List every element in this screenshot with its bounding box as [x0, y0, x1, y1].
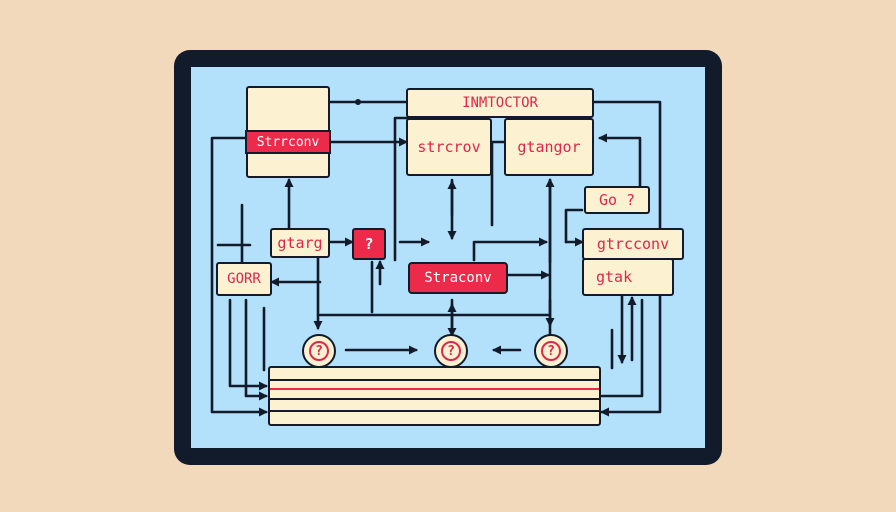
circle-node-1: ? — [302, 334, 336, 368]
circle-node-2-label: ? — [441, 341, 461, 361]
wire-gtangor-down — [490, 140, 506, 227]
stack-divider — [270, 410, 599, 412]
node-go: Go ? — [584, 186, 650, 214]
circle-node-3: ? — [534, 334, 568, 368]
stacked-bar-block — [268, 366, 601, 426]
stack-divider — [270, 379, 599, 381]
wire-strcrov-left — [393, 116, 410, 262]
node-strcrov: strcrov — [406, 118, 492, 176]
node-strrconv-label: Strrconv — [245, 130, 331, 154]
node-inmtoctor: INMTOCTOR — [406, 88, 594, 118]
node-gorr: GORR — [216, 262, 272, 296]
circle-node-1-label: ? — [309, 341, 329, 361]
wire-go-left — [564, 208, 584, 244]
node-gtarg: gtarg — [270, 228, 330, 258]
circle-node-3-label: ? — [541, 341, 561, 361]
wire-straconv-right — [472, 237, 548, 262]
circle-node-2: ? — [434, 334, 468, 368]
wire-go-to-gtangor — [598, 133, 642, 194]
node-straconv: Straconv — [408, 262, 508, 294]
wire-left-outer — [210, 136, 268, 417]
node-gtangor: gtangor — [504, 118, 594, 176]
node-question: ? — [352, 228, 386, 260]
stack-divider — [270, 398, 599, 400]
wire-gorr-down — [244, 298, 268, 401]
wire-gorr-down-2 — [228, 298, 268, 391]
junction-dot — [355, 99, 361, 105]
node-strrconv-group: Strrconv — [245, 86, 331, 178]
node-gtak: gtak — [582, 258, 674, 296]
stack-accent-line — [270, 388, 599, 390]
node-gtrcconv: gtrcconv — [582, 228, 684, 260]
wire-stack-right — [600, 298, 644, 398]
